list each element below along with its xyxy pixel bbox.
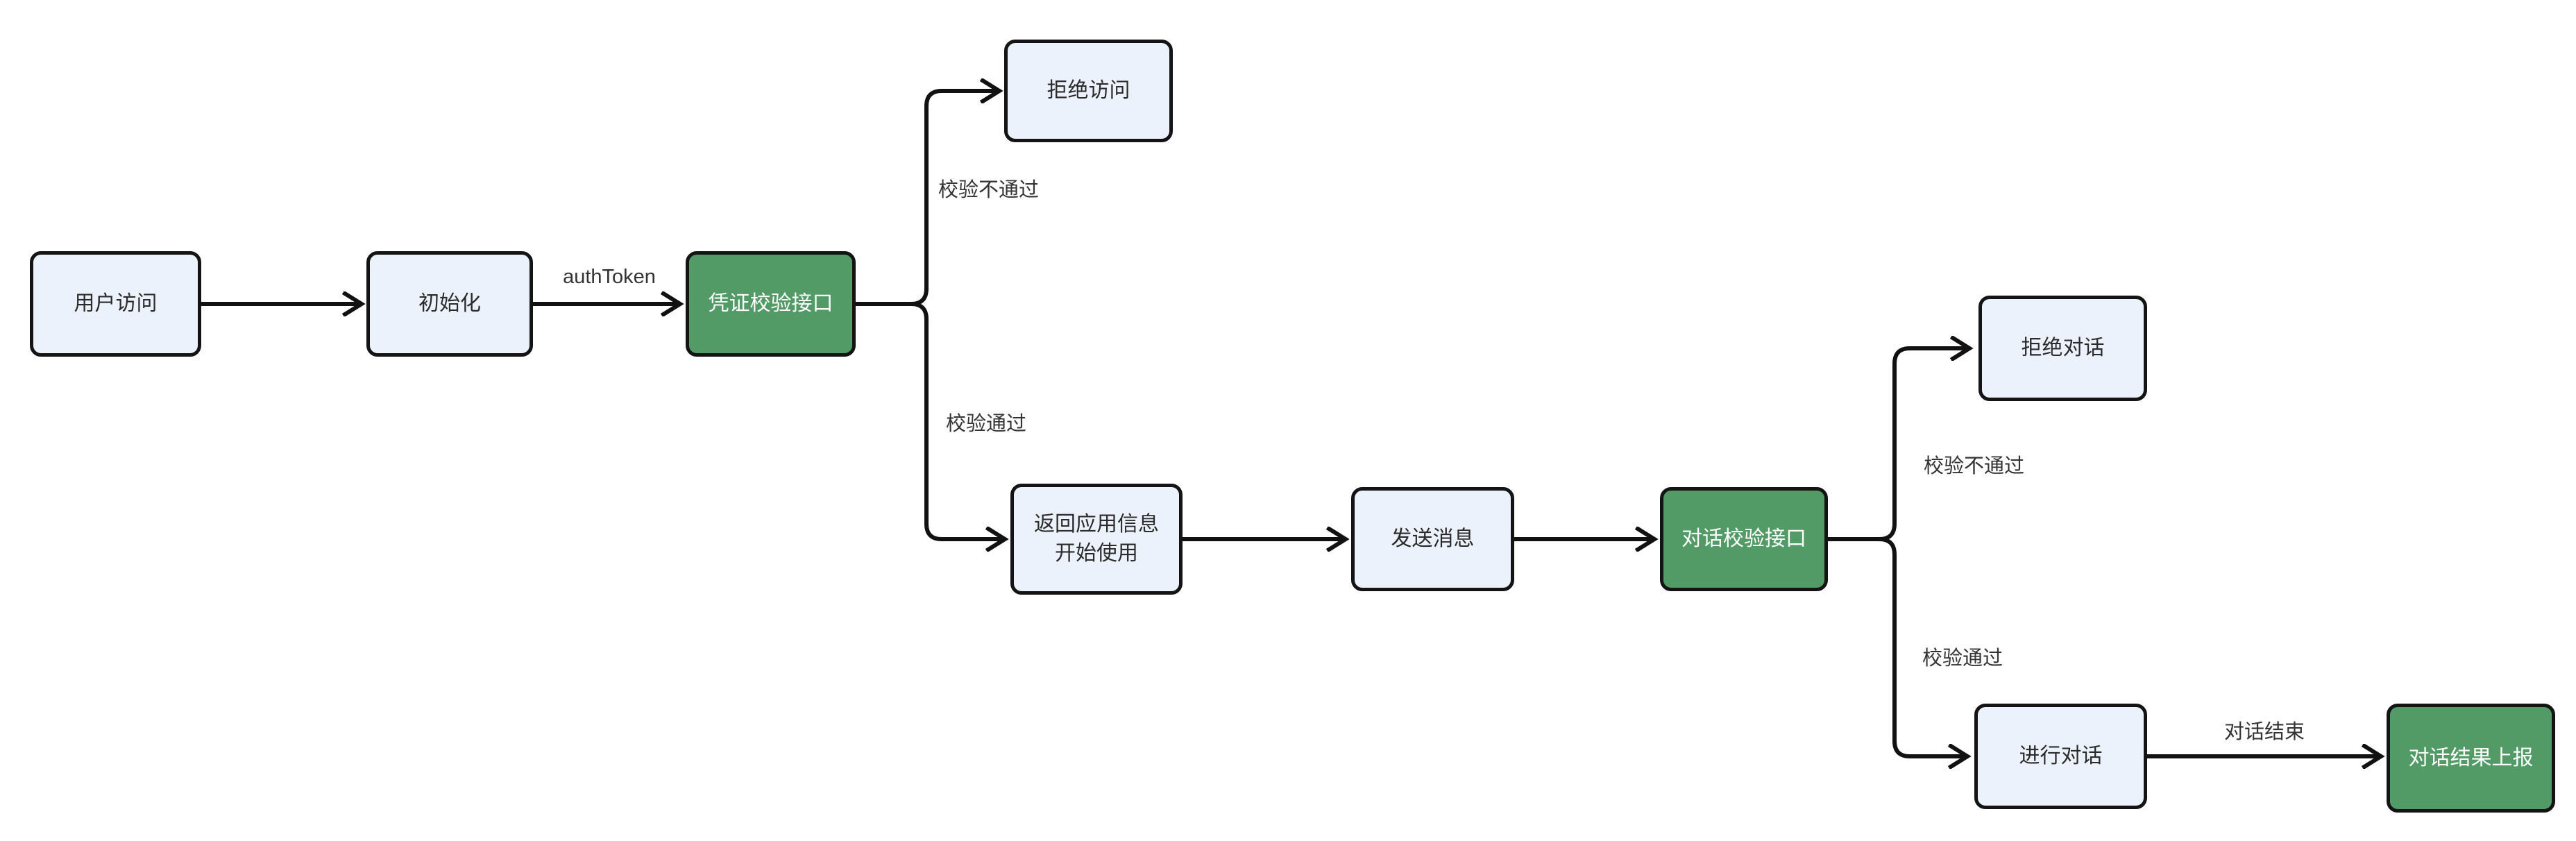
edge-credential-check-to-return-app-info — [856, 302, 1005, 539]
node-dialog-check-api: 对话校验接口 — [1660, 487, 1828, 591]
node-deny-access-label: 拒绝访问 — [1046, 79, 1130, 102]
node-deny-dialog-label: 拒绝对话 — [2021, 337, 2105, 359]
node-do-dialog-label: 进行对话 — [2019, 745, 2103, 767]
node-init: 初始化 — [366, 251, 533, 357]
edge-dialog-check-to-deny-dialog — [1821, 348, 1969, 541]
node-dialog-check-api-label: 对话校验接口 — [1681, 527, 1806, 550]
node-init-label: 初始化 — [418, 292, 481, 315]
edge-label-check-fail-2: 校验不通过 — [1924, 455, 2025, 477]
node-send-message-label: 发送消息 — [1391, 527, 1475, 550]
edge-label-check-pass-2: 校验通过 — [1922, 647, 2003, 670]
node-do-dialog: 进行对话 — [1974, 704, 2147, 809]
edge-label-dialog-end: 对话结束 — [2223, 721, 2305, 743]
node-deny-access: 拒绝访问 — [1004, 40, 1173, 142]
edge-label-check-fail-1: 校验不通过 — [938, 179, 1040, 201]
node-user-access-label: 用户访问 — [74, 292, 158, 315]
node-return-app-info: 返回应用信息 开始使用 — [1010, 484, 1183, 595]
edge-label-check-pass-1: 校验通过 — [946, 413, 1027, 435]
edge-dialog-check-to-do-dialog — [1821, 537, 1967, 756]
node-deny-dialog: 拒绝对话 — [1978, 296, 2147, 401]
node-return-app-info-label: 返回应用信息 开始使用 — [1034, 513, 1159, 565]
node-user-access: 用户访问 — [30, 251, 201, 357]
node-send-message: 发送消息 — [1351, 487, 1514, 591]
node-dialog-result-report-label: 对话结果上报 — [2408, 746, 2534, 770]
node-dialog-result-report: 对话结果上报 — [2387, 704, 2555, 813]
edge-label-authtoken: authToken — [563, 266, 656, 288]
node-credential-check-api: 凭证校验接口 — [686, 251, 856, 357]
node-credential-check-api-label: 凭证校验接口 — [708, 292, 833, 315]
